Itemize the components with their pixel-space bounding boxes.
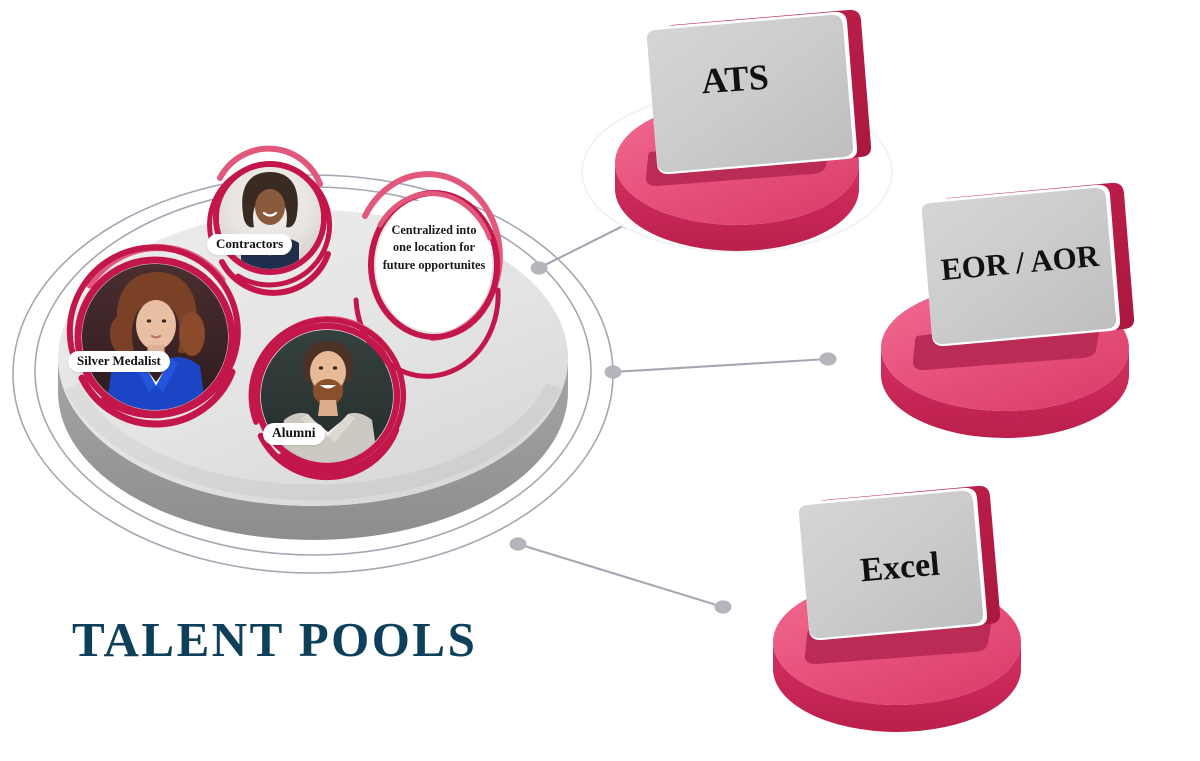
pool-circle-alumni[interactable] [248, 315, 407, 481]
connector-hub-to-excel [509, 537, 732, 614]
centralized-bubble-line-1: Centralized into [391, 223, 477, 237]
centralized-bubble-label: Centralized into one location for future… [371, 222, 497, 274]
connector-hub-to-eor-aor [604, 352, 837, 379]
destination-ats[interactable] [581, 9, 893, 253]
person-avatar-alumni [261, 330, 393, 462]
page-title: TALENT POOLS [72, 612, 478, 667]
pool-label-silver-medalist[interactable]: Silver Medalist [68, 351, 170, 373]
centralized-bubble-line-3: future opportunites [382, 257, 486, 272]
pool-circle-contractors[interactable] [207, 145, 333, 296]
pool-circle-silver-medalist[interactable] [66, 244, 241, 428]
pool-label-alumni[interactable]: Alumni [263, 423, 325, 445]
pool-label-contractors[interactable]: Contractors [207, 234, 293, 256]
destination-eor-aor[interactable] [847, 182, 1163, 439]
centralized-bubble-line-2: one location for [393, 240, 475, 255]
person-avatar-silver-medalist [82, 264, 228, 410]
destination-excel[interactable] [739, 485, 1055, 733]
